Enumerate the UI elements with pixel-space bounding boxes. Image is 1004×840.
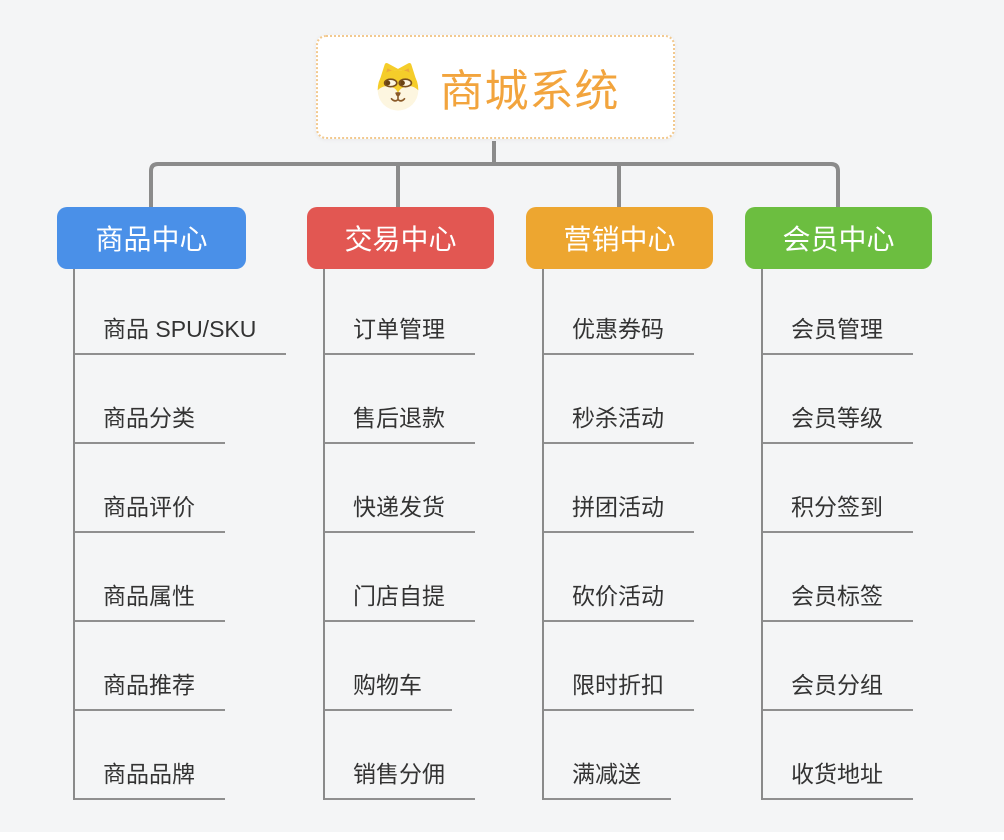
topic-item[interactable]: 砍价活动 xyxy=(544,581,694,622)
topic-item[interactable]: 积分签到 xyxy=(763,492,913,533)
topic-item[interactable]: 满减送 xyxy=(544,759,671,800)
topic-item[interactable]: 订单管理 xyxy=(325,314,475,355)
branch-topic-4[interactable]: 会员中心 xyxy=(745,207,932,269)
topic-item[interactable]: 销售分佣 xyxy=(325,759,475,800)
topic-item[interactable]: 商品推荐 xyxy=(75,670,225,711)
branch-items-2: 订单管理售后退款快递发货门店自提购物车销售分佣 xyxy=(323,269,475,800)
topic-item[interactable]: 商品分类 xyxy=(75,403,225,444)
topic-item[interactable]: 商品评价 xyxy=(75,492,225,533)
topic-item[interactable]: 商品 SPU/SKU xyxy=(75,314,287,355)
topic-item[interactable]: 商品品牌 xyxy=(75,759,225,800)
topic-item[interactable]: 快递发货 xyxy=(325,492,475,533)
topic-item[interactable]: 门店自提 xyxy=(325,581,475,622)
topic-item[interactable]: 优惠券码 xyxy=(544,314,694,355)
topic-item[interactable]: 秒杀活动 xyxy=(544,403,694,444)
branch-items-3: 优惠券码秒杀活动拼团活动砍价活动限时折扣满减送 xyxy=(542,269,694,800)
topic-item[interactable]: 会员标签 xyxy=(763,581,913,622)
branch-topic-1[interactable]: 商品中心 xyxy=(57,207,246,269)
branch-topic-2[interactable]: 交易中心 xyxy=(307,207,494,269)
root-title: 商城系统 xyxy=(439,67,620,116)
topic-item[interactable]: 会员分组 xyxy=(763,670,913,711)
doge-icon xyxy=(377,63,418,111)
topic-item[interactable]: 购物车 xyxy=(325,670,452,711)
topic-item[interactable]: 售后退款 xyxy=(325,403,475,444)
topic-item[interactable]: 收货地址 xyxy=(763,759,913,800)
branch-topic-3[interactable]: 营销中心 xyxy=(526,207,713,269)
topic-item[interactable]: 拼团活动 xyxy=(544,492,694,533)
topic-item[interactable]: 会员等级 xyxy=(763,403,913,444)
bottom-strip xyxy=(0,832,1004,840)
branch-items-1: 商品 SPU/SKU 商品分类商品评价商品属性商品推荐商品品牌 xyxy=(73,269,287,800)
topic-item[interactable]: 限时折扣 xyxy=(544,670,694,711)
topic-item[interactable]: 会员管理 xyxy=(763,314,913,355)
branch-items-4: 会员管理会员等级积分签到会员标签会员分组收货地址 xyxy=(761,269,913,800)
root-topic[interactable]: 商城系统 xyxy=(316,35,675,139)
topic-item[interactable]: 商品属性 xyxy=(75,581,225,622)
